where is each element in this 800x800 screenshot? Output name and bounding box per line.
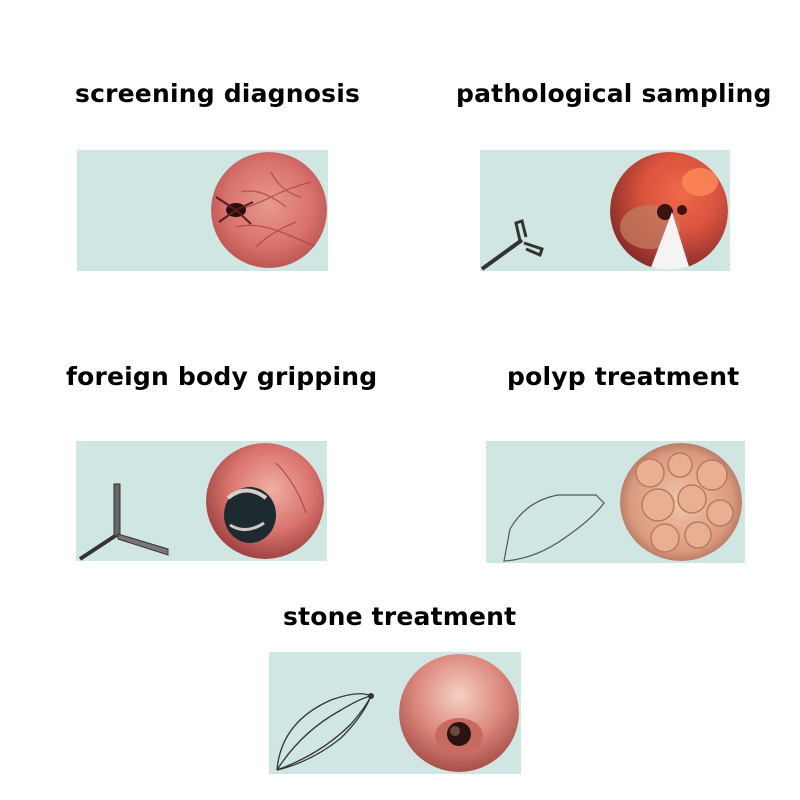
title-foreign-body-gripping: foreign body gripping: [66, 362, 378, 391]
panel-polyp-treatment: [486, 441, 745, 563]
polypectomy-snare-icon: [503, 494, 605, 562]
endoscopic-view-image: [206, 443, 324, 559]
grasping-forceps-icon: [78, 483, 169, 561]
panel-foreign-body-gripping: [76, 441, 327, 561]
panel-pathological-sampling: [480, 150, 730, 271]
title-polyp-treatment: polyp treatment: [507, 362, 740, 391]
endoscopic-view-image: [610, 152, 728, 270]
title-screening-diagnosis: screening diagnosis: [75, 79, 361, 108]
stone-basket-icon: [276, 693, 374, 771]
biopsy-forceps-icon: [480, 219, 544, 271]
endoscopic-view-image: [399, 654, 519, 772]
endoscopic-view-image: [211, 152, 327, 268]
title-stone-treatment: stone treatment: [283, 602, 517, 631]
panel-screening-diagnosis: [77, 150, 328, 271]
panel-stone-treatment: [269, 652, 521, 774]
endoscopic-view-image: [620, 443, 742, 561]
title-pathological-sampling: pathological sampling: [456, 79, 772, 108]
